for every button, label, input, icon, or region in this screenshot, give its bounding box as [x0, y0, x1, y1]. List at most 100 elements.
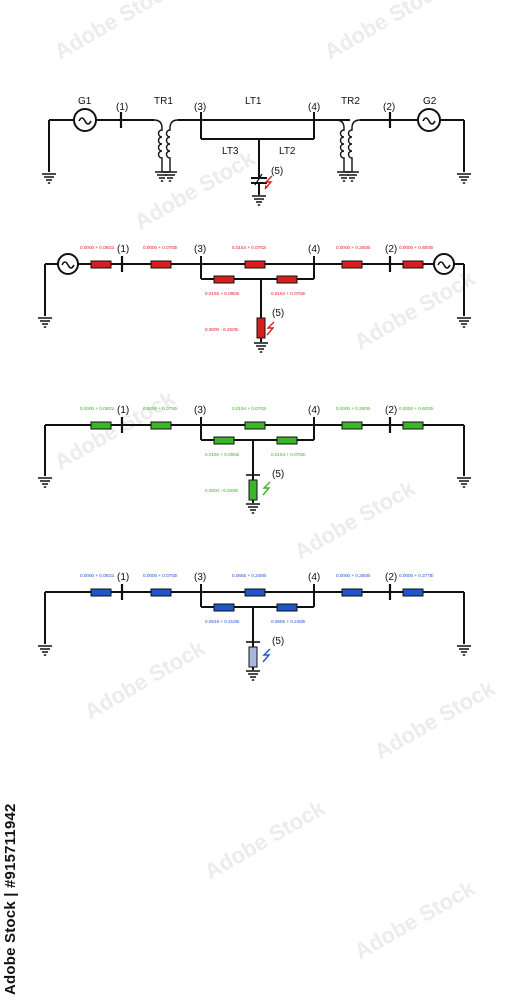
label-node-1: (1)	[117, 572, 129, 583]
impedance-lt2	[276, 436, 298, 445]
label-lt2: LT2	[279, 146, 296, 157]
label-node-3: (3)	[194, 405, 206, 416]
label-node-2: (2)	[385, 572, 397, 583]
value-lt1: 0.0655 + 0.2480i	[232, 573, 266, 578]
ground-icon	[37, 317, 53, 328]
ground-icon	[456, 645, 472, 656]
label-tr1: TR1	[154, 96, 173, 107]
value-lt2: 0.0154 + 0.0762i	[271, 452, 305, 457]
fault-icon	[262, 648, 271, 663]
impedance-g2	[402, 421, 424, 430]
value-tr1: 0.0000 + 0.0750i	[143, 406, 177, 411]
impedance-tr2	[341, 260, 363, 269]
label-node-4: (4)	[308, 405, 320, 416]
impedance-lt1	[244, 260, 266, 269]
svg-text:Adobe Stock: Adobe Stock	[320, 0, 450, 64]
impedance-lt1	[244, 421, 266, 430]
label-tr2: TR2	[341, 96, 360, 107]
label-node-2: (2)	[383, 102, 395, 113]
impedance-g1	[90, 421, 112, 430]
ground-icon	[41, 173, 57, 184]
value-g2: 0.0000 + 0.6000i	[399, 406, 433, 411]
value-tr1: 0.0000 + 0.0750i	[143, 245, 177, 250]
label-node-5: (5)	[272, 636, 284, 647]
value-g1: 0.0000 + 0.0931i	[80, 406, 114, 411]
svg-text:Adobe Stock: Adobe Stock	[350, 265, 480, 354]
impedance-lt3	[213, 436, 235, 445]
impedance-lt1	[244, 588, 266, 597]
svg-text:Adobe Stock: Adobe Stock	[350, 875, 480, 964]
value-lt3: 0.0192 + 0.0953i	[205, 291, 239, 296]
impedance-g2	[402, 588, 424, 597]
label-node-3: (3)	[194, 572, 206, 583]
impedance-lt3	[213, 275, 235, 284]
label-node-3: (3)	[194, 102, 206, 113]
label-lt1: LT1	[245, 96, 262, 107]
impedance-g2	[402, 260, 424, 269]
label-node-5: (5)	[272, 308, 284, 319]
label-node-5: (5)	[271, 166, 283, 177]
impedance-tr2	[341, 421, 363, 430]
impedance-diagram-green: 0.0000 + 0.0931i (1) 0.0000 + 0.0750i (3…	[37, 405, 472, 514]
impedance-tr1	[150, 260, 172, 269]
svg-text:Adobe Stock: Adobe Stock	[130, 145, 260, 234]
value-g1: 0.0000 + 0.0931i	[80, 573, 114, 578]
svg-text:Adobe Stock: Adobe Stock	[50, 0, 180, 64]
impedance-lt2	[276, 275, 298, 284]
value-lt3: 0.0819 + 0.3100i	[205, 619, 239, 624]
impedance-tr1	[150, 421, 172, 430]
impedance-shunt	[256, 317, 266, 339]
impedance-shunt	[248, 646, 258, 668]
label-node-5: (5)	[272, 469, 284, 480]
fault-icon	[262, 481, 271, 496]
value-lt1: 0.0154 + 0.0762i	[232, 406, 266, 411]
ground-icon	[456, 477, 472, 488]
value-lt3: 0.0192 + 0.0953i	[205, 452, 239, 457]
ground-icon	[245, 670, 261, 681]
svg-text:Adobe Stock: Adobe Stock	[200, 795, 330, 884]
ground-icon	[37, 645, 53, 656]
ground-icon	[37, 477, 53, 488]
svg-text:Adobe Stock: Adobe Stock	[50, 385, 180, 474]
impedance-lt2	[276, 603, 298, 612]
value-tr1: 0.0000 + 0.0750i	[143, 573, 177, 578]
one-line-diagram: G1 (1) TR1 (3) LT1 (4) TR2 (2) G2 LT3 LT…	[41, 96, 472, 206]
label-lt3: LT3	[222, 146, 239, 157]
value-g2: 0.0000 + 0.6000i	[399, 245, 433, 250]
impedance-shunt	[248, 479, 258, 501]
value-lt2: 0.0655 + 0.2480i	[271, 619, 305, 624]
label-node-4: (4)	[308, 572, 320, 583]
label-node-1: (1)	[116, 102, 128, 113]
label-node-2: (2)	[385, 405, 397, 416]
value-g2: 0.0000 + 0.3778i	[399, 573, 433, 578]
ground-icon	[245, 503, 261, 514]
impedance-tr1	[150, 588, 172, 597]
value-tr2: 0.0000 + 0.2600i	[336, 245, 370, 250]
svg-text:Adobe Stock: Adobe Stock	[80, 635, 210, 724]
label-node-2: (2)	[385, 244, 397, 255]
fault-icon	[266, 321, 275, 336]
label-node-4: (4)	[308, 102, 320, 113]
svg-text:Adobe Stock: Adobe Stock	[370, 675, 500, 764]
label-node-3: (3)	[194, 244, 206, 255]
transformer-tr1-icon	[153, 119, 179, 182]
value-shunt: 0.0000 - 6.2500i	[205, 327, 238, 332]
impedance-diagram-blue: 0.0000 + 0.0931i (1) 0.0000 + 0.0750i (3…	[37, 572, 472, 681]
value-tr2: 0.0000 + 0.2600i	[336, 573, 370, 578]
ground-icon	[456, 173, 472, 184]
label-node-1: (1)	[117, 405, 129, 416]
ground-icon	[456, 317, 472, 328]
value-lt2: 0.0154 + 0.0762i	[271, 291, 305, 296]
label-g1: G1	[78, 96, 92, 107]
impedance-diagram-red: 0.0000 + 0.0931i (1) 0.0000 + 0.0750i (3…	[37, 244, 472, 353]
impedance-g1	[90, 588, 112, 597]
svg-text:Adobe Stock: Adobe Stock	[290, 475, 420, 564]
value-g1: 0.0000 + 0.0931i	[80, 245, 114, 250]
stock-id-watermark: Adobe Stock | #915711942	[2, 803, 19, 995]
impedance-tr2	[341, 588, 363, 597]
label-node-1: (1)	[117, 244, 129, 255]
transformer-tr2-icon	[335, 119, 361, 182]
ground-icon	[253, 342, 269, 353]
watermark-pattern: Adobe Stock Adobe Stock Adobe Stock Adob…	[50, 0, 500, 964]
